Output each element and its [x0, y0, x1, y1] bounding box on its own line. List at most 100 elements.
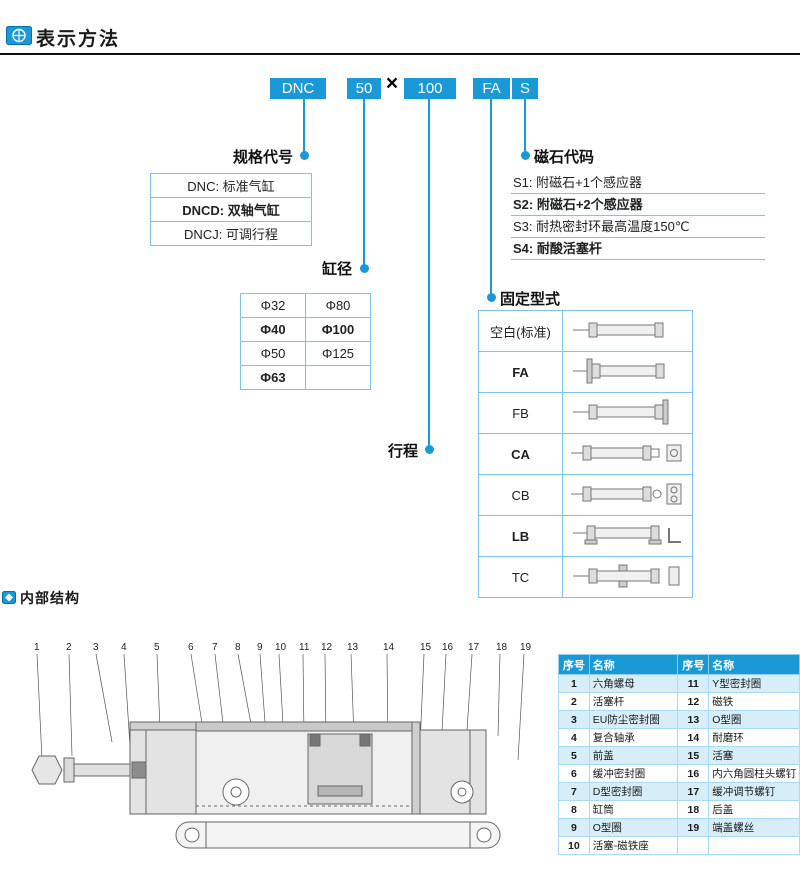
piston-shape	[307, 733, 373, 805]
callout: 17	[468, 642, 480, 653]
callout: 19	[520, 642, 532, 653]
part-name: 活塞-磁铁座	[588, 836, 679, 855]
part-number: 4	[558, 728, 590, 747]
table-row: 10 活塞-磁铁座	[558, 836, 800, 855]
table-row: Φ50 Φ125	[240, 341, 371, 366]
part-number: 15	[677, 746, 710, 765]
mount-drawing-fb	[572, 399, 668, 424]
bore-cell: Φ40	[240, 317, 306, 342]
mount-drawing-cell	[562, 433, 693, 475]
bore-cell: Φ80	[305, 293, 371, 318]
structure-diagram: 1 2 3 4 5 6 7 8 9 10 11 12 13 14 15 16 1…	[31, 642, 532, 849]
part-name: 活塞杆	[588, 692, 679, 711]
front-cover-shape	[129, 721, 197, 815]
connector-bore	[363, 99, 365, 266]
mount-drawing-cell	[562, 515, 693, 557]
table-row: 7 D型密封圈 17 缓冲调节螺钉	[558, 782, 800, 801]
part-number: 7	[558, 782, 590, 801]
part-name: 缸筒	[588, 800, 679, 819]
callout: 3	[93, 642, 99, 653]
part-number: 11	[677, 674, 710, 693]
mount-type-table: 空白(标准) FA	[478, 310, 693, 598]
part-name: D型密封圈	[588, 782, 679, 801]
mount-drawing-cell	[562, 310, 693, 352]
table-row: Φ63	[240, 365, 371, 390]
part-number: 14	[677, 728, 710, 747]
table-row: 9 O型圈 19 端盖螺丝	[558, 818, 800, 837]
mount-label: LB	[478, 515, 563, 557]
table-row: 2 活塞杆 12 磁铁	[558, 692, 800, 711]
dot-magnet	[521, 151, 530, 160]
magnet-code-label: 磁石代码	[534, 149, 595, 166]
mount-drawing-standard	[572, 322, 663, 337]
part-name: 后盖	[708, 800, 800, 819]
table-row: 空白(标准)	[478, 310, 693, 352]
callout: 10	[275, 642, 287, 653]
bore-label: 缸径	[322, 261, 353, 278]
parts-list-table: 序号 名称 序号 名称 1 六角螺母 11 Y型密封圈 2 活塞杆 12 磁铁 …	[558, 654, 800, 855]
bottom-rail-shape	[175, 821, 501, 849]
table-row: DNC: 标准气缸	[150, 173, 312, 198]
table-row: DNCD: 双轴气缸	[150, 197, 312, 222]
part-name: 端盖螺丝	[708, 818, 800, 837]
callout: 7	[212, 642, 218, 653]
mount-label: CA	[478, 433, 563, 475]
mount-drawing-cell	[562, 556, 693, 598]
connector-mount	[490, 99, 492, 295]
callout: 15	[420, 642, 432, 653]
spec-code-label: 规格代号	[233, 149, 294, 166]
section-bullet-icon	[2, 591, 16, 604]
part-number: 6	[558, 764, 590, 783]
part-number: 17	[677, 782, 710, 801]
column-header: 序号	[677, 654, 710, 675]
column-header: 名称	[708, 654, 800, 675]
model-series-box: DNC	[270, 78, 326, 99]
cushion-screw-circle	[450, 780, 474, 804]
section-title-ordering: 表示方法	[36, 29, 121, 50]
part-number: 9	[558, 818, 590, 837]
bore-table: Φ32 Φ80 Φ40 Φ100 Φ50 Φ125 Φ63	[240, 293, 371, 390]
part-number: 13	[677, 710, 710, 729]
part-name: 缓冲调节螺钉	[708, 782, 800, 801]
part-name: 耐磨环	[708, 728, 800, 747]
callout: 5	[154, 642, 160, 653]
part-number: 12	[677, 692, 710, 711]
mount-type-label: 固定型式	[500, 291, 561, 308]
callout: 2	[66, 642, 72, 653]
list-item: S2: 附磁石+2个感应器	[511, 194, 765, 216]
mount-drawing-fa	[572, 358, 664, 383]
callout: 16	[442, 642, 454, 653]
callout: 1	[34, 642, 40, 653]
table-row: Φ40 Φ100	[240, 317, 371, 342]
part-number: 19	[677, 818, 710, 837]
bore-cell: Φ32	[240, 293, 306, 318]
table-header-row: 序号 名称 序号 名称	[558, 654, 800, 675]
bore-cell: Φ125	[305, 341, 371, 366]
magnet-code-list: S1: 附磁石+1个感应器 S2: 附磁石+2个感应器 S3: 耐热密封环最高温…	[511, 172, 765, 260]
spec-row-text: DNC: 标准气缸	[150, 173, 312, 198]
dot-bore	[360, 264, 369, 273]
stroke-label: 行程	[388, 443, 419, 460]
mount-label: FA	[478, 351, 563, 393]
model-mount-box: FA	[473, 78, 510, 99]
model-magnet-box: S	[512, 78, 538, 99]
mount-drawing-ca	[570, 444, 681, 461]
table-row: 5 前盖 15 活塞	[558, 746, 800, 765]
table-row: 6 缓冲密封圈 16 内六角圆柱头螺钉	[558, 764, 800, 783]
mount-drawing-cell	[562, 392, 693, 434]
part-name: 前盖	[588, 746, 679, 765]
part-number: 18	[677, 800, 710, 819]
table-row: 4 复合轴承 14 耐磨环	[558, 728, 800, 747]
list-item: S1: 附磁石+1个感应器	[511, 172, 765, 194]
column-header: 序号	[558, 654, 590, 675]
list-item: S4: 耐酸活塞杆	[511, 238, 765, 260]
port-circle	[222, 778, 250, 806]
callout: 14	[383, 642, 395, 653]
dot-series	[300, 151, 309, 160]
hex-nut-shape	[31, 755, 75, 785]
part-number: 3	[558, 710, 590, 729]
connector-series	[303, 99, 305, 153]
model-stroke-box: 100	[404, 78, 456, 99]
connector-stroke	[428, 99, 430, 447]
